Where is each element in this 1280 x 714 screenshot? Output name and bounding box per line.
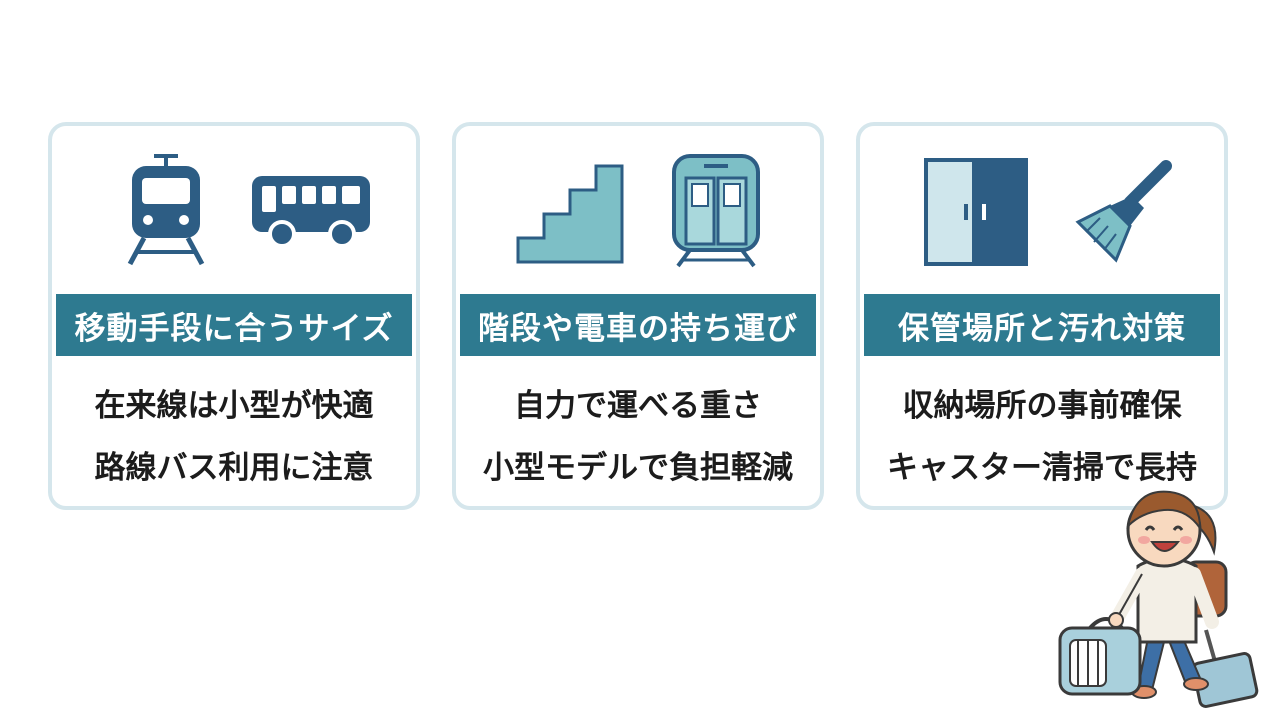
card-icons: [456, 152, 820, 272]
card-storage: 保管場所と汚れ対策 収納場所の事前確保 キャスター清掃で長持: [856, 122, 1228, 510]
card-line: 在来線は小型が快適: [94, 388, 374, 424]
girl-with-pet-carrier-and-suitcase-icon: [1058, 490, 1259, 708]
train-icon: [127, 154, 205, 266]
card-title: 移動手段に合うサイズ: [56, 294, 412, 356]
card-carrying: 階段や電車の持ち運び 自力で運べる重さ 小型モデルで負担軽減: [452, 122, 824, 510]
card-icons: [860, 152, 1224, 272]
card-line: キャスター清掃で長持: [887, 450, 1197, 486]
stairs-icon: [516, 164, 624, 264]
card-icons: [52, 152, 416, 272]
card-transport: 移動手段に合うサイズ 在来線は小型が快適 路線バス利用に注意: [48, 122, 420, 510]
bus-icon: [252, 176, 370, 248]
train-front-icon: [672, 154, 760, 268]
card-title: 保管場所と汚れ対策: [864, 294, 1220, 356]
card-line: 小型モデルで負担軽減: [483, 450, 793, 486]
card-title: 階段や電車の持ち運び: [460, 294, 816, 356]
brush-icon: [1075, 160, 1172, 263]
closet-icon: [924, 158, 1028, 266]
card-line: 収納場所の事前確保: [902, 388, 1182, 424]
card-line: 路線バス利用に注意: [94, 450, 374, 486]
card-line: 自力で運べる重さ: [514, 388, 762, 424]
